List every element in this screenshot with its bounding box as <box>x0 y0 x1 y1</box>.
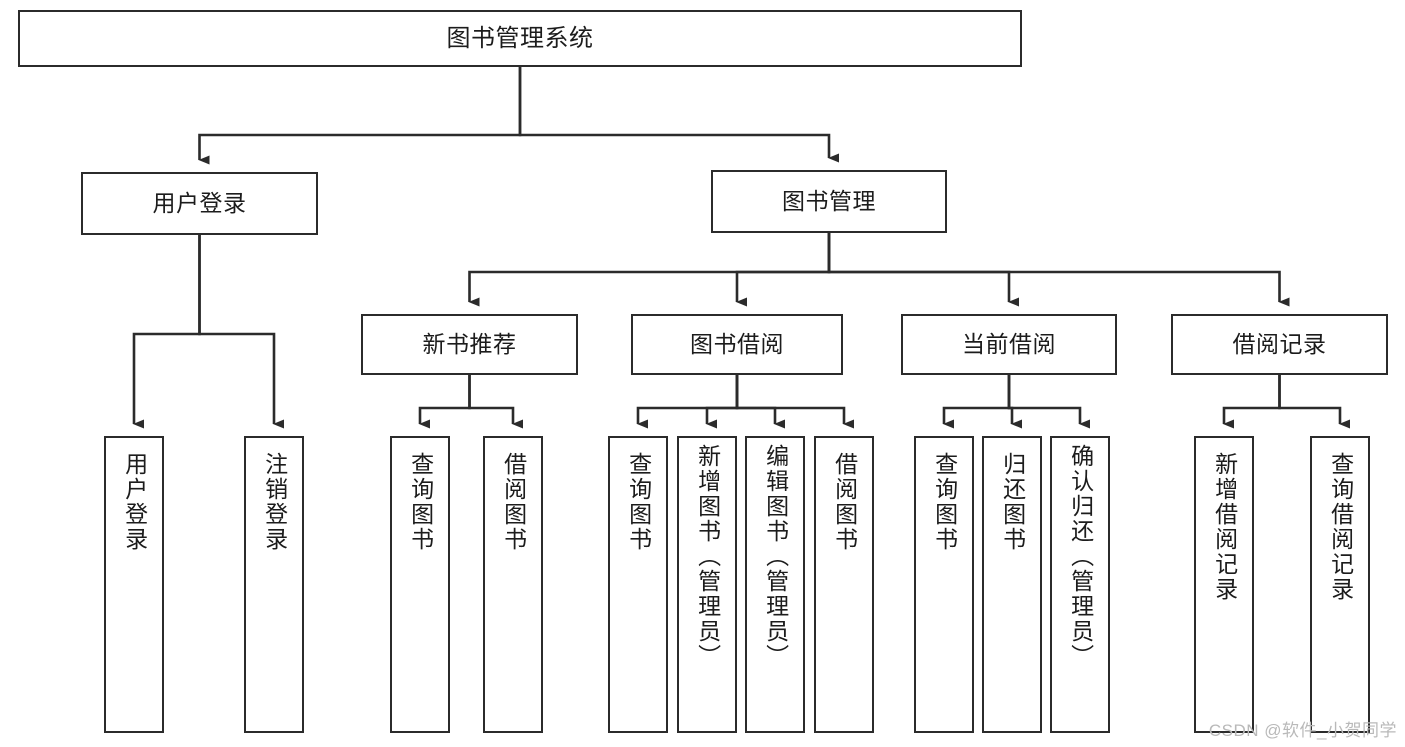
node-l2_3[interactable]: 借阅记录 <box>1171 314 1388 375</box>
node-leaf_5[interactable]: 新增图书（管理员） <box>677 436 737 733</box>
node-l2_1[interactable]: 图书借阅 <box>631 314 843 375</box>
edge-l2_2-to-leaf_10 <box>1007 375 1090 429</box>
node-label: 查询图书 <box>407 452 434 552</box>
edge-root-to-l1_0 <box>198 67 522 165</box>
node-leaf_9[interactable]: 归还图书 <box>982 436 1042 733</box>
node-label: 查询借阅记录 <box>1327 452 1354 602</box>
node-label: 归还图书 <box>999 452 1026 552</box>
node-leaf_11[interactable]: 新增借阅记录 <box>1194 436 1254 733</box>
edge-l2_3-to-leaf_11 <box>1222 375 1281 429</box>
edge-l2_2-to-leaf_8 <box>942 375 1011 429</box>
edge-l2_1-to-leaf_5 <box>705 375 739 429</box>
node-label: 图书管理 <box>782 188 876 214</box>
edge-l2_3-to-leaf_12 <box>1278 375 1350 429</box>
node-label: 图书借阅 <box>690 331 784 357</box>
node-leaf_4[interactable]: 查询图书 <box>608 436 668 733</box>
node-label: 新书推荐 <box>422 331 517 357</box>
node-leaf_8[interactable]: 查询图书 <box>914 436 974 733</box>
edge-l1_1-to-l2_1 <box>735 233 831 307</box>
node-leaf_6[interactable]: 编辑图书（管理员） <box>745 436 805 733</box>
node-l2_2[interactable]: 当前借阅 <box>901 314 1117 375</box>
edge-l1_1-to-l2_2 <box>827 233 1019 307</box>
edge-l1_0-to-leaf_0 <box>132 235 201 429</box>
edge-l2_0-to-leaf_2 <box>418 375 471 429</box>
node-label: 新增图书（管理员） <box>694 444 721 669</box>
node-label: 当前借阅 <box>962 331 1056 357</box>
node-leaf_3[interactable]: 借阅图书 <box>483 436 543 733</box>
node-l1_0[interactable]: 用户登录 <box>81 172 318 235</box>
csdn-watermark: CSDN @软件_小贺同学 <box>1208 721 1397 740</box>
node-label: 图书管理系统 <box>446 24 594 52</box>
node-leaf_0[interactable]: 用户登录 <box>104 436 164 733</box>
node-leaf_1[interactable]: 注销登录 <box>244 436 304 733</box>
node-label: 查询图书 <box>625 452 652 552</box>
node-label: 借阅图书 <box>831 452 858 552</box>
edge-l2_0-to-leaf_3 <box>468 375 523 429</box>
node-label: 用户登录 <box>121 452 148 552</box>
node-root[interactable]: 图书管理系统 <box>18 10 1022 67</box>
node-leaf_7[interactable]: 借阅图书 <box>814 436 874 733</box>
node-leaf_10[interactable]: 确认归还（管理员） <box>1050 436 1110 733</box>
node-label: 查询图书 <box>931 452 958 552</box>
node-label: 新增借阅记录 <box>1211 452 1238 602</box>
node-label: 注销登录 <box>261 452 288 552</box>
node-label: 借阅图书 <box>500 452 527 552</box>
node-l2_0[interactable]: 新书推荐 <box>361 314 578 375</box>
edge-l1_1-to-l2_3 <box>827 233 1290 307</box>
edge-l2_1-to-leaf_6 <box>735 375 785 429</box>
edge-l2_2-to-leaf_9 <box>1007 375 1022 429</box>
node-leaf_12[interactable]: 查询借阅记录 <box>1310 436 1370 733</box>
edge-l1_1-to-l2_0 <box>468 233 831 307</box>
node-l1_1[interactable]: 图书管理 <box>711 170 947 233</box>
node-leaf_2[interactable]: 查询图书 <box>390 436 450 733</box>
node-label: 确认归还（管理员） <box>1067 444 1094 669</box>
node-label: 编辑图书（管理员） <box>762 444 789 669</box>
edge-l1_0-to-leaf_1 <box>198 235 284 429</box>
node-label: 借阅记录 <box>1232 331 1327 357</box>
node-label: 用户登录 <box>152 190 247 216</box>
edge-root-to-l1_1 <box>518 67 839 163</box>
edge-l2_1-to-leaf_7 <box>735 375 854 429</box>
edge-l2_1-to-leaf_4 <box>636 375 739 429</box>
